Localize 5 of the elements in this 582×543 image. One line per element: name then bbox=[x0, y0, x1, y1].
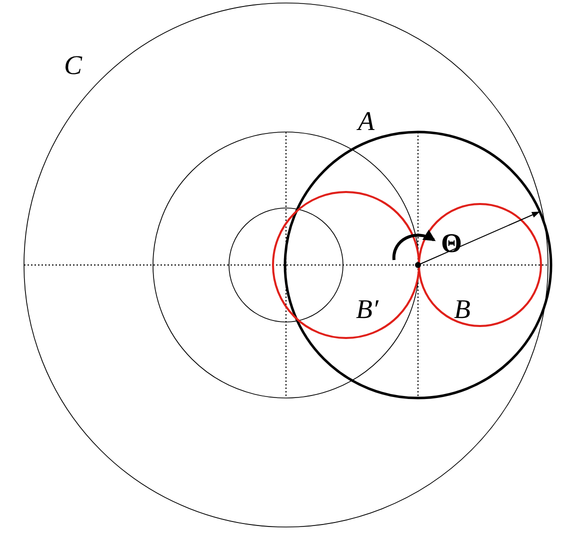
circle-label: B bbox=[454, 296, 470, 323]
circle-label: C bbox=[64, 52, 82, 79]
angle-label: Θ bbox=[441, 230, 462, 257]
circle-label: A bbox=[358, 108, 374, 135]
circle-label: B′ bbox=[356, 296, 378, 323]
